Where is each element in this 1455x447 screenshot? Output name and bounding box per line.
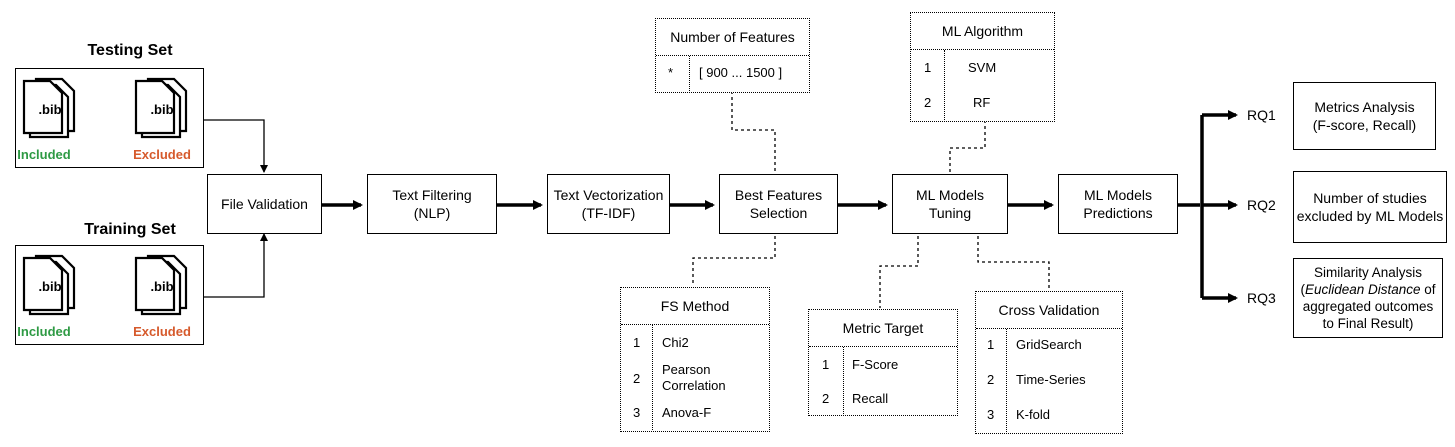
algorithm-row-index: 1 xyxy=(924,60,932,75)
best-features-sublabel: Selection xyxy=(749,205,808,221)
rq3-text: Similarity Analysis xyxy=(1313,265,1423,280)
fs-row-value: Chi2 xyxy=(662,335,689,350)
rq2-text: Number of studies xyxy=(1313,190,1427,206)
metric-row-value: Recall xyxy=(852,391,889,406)
fs-row-index: 2 xyxy=(633,371,641,386)
metric-row-index: 1 xyxy=(822,357,830,372)
bib-file-icon xyxy=(22,254,76,316)
rq3-label: RQ3 xyxy=(1247,290,1276,306)
best-features-label: Best Features xyxy=(734,187,823,203)
fs-method-title: FS Method xyxy=(621,288,769,325)
algorithm-row-value: RF xyxy=(973,95,991,110)
rq3-italic: Euclidean Distance xyxy=(1304,282,1421,297)
rq3-box: Similarity Analysis (Euclidean Distance … xyxy=(1293,258,1443,338)
cv-row-value: K-fold xyxy=(1016,407,1050,422)
testing-set-frame: .bib Included .bib Excluded xyxy=(15,68,204,168)
fs-row-value: Anova-F xyxy=(662,405,712,420)
included-label: Included xyxy=(17,147,71,162)
included-label: Included xyxy=(17,324,71,339)
cross-validation-title: Cross Validation xyxy=(976,292,1122,329)
rq1-box: Metrics Analysis (F-score, Recall) xyxy=(1293,82,1436,150)
dotted-link-algorithm xyxy=(949,120,986,174)
text-filtering-sublabel: (NLP) xyxy=(413,205,451,221)
fs-row-value: Pearson Correlation xyxy=(662,362,726,393)
rq2-box: Number of studies excluded by ML Models xyxy=(1293,171,1447,243)
cv-row-value: Time-Series xyxy=(1016,372,1086,387)
training-to-validation-wire xyxy=(204,233,268,298)
file-ext-label: .bib xyxy=(38,102,62,117)
algorithm-row-value: SVM xyxy=(968,60,997,75)
rq1-label: RQ1 xyxy=(1247,107,1276,123)
rq3-italic-line: (Euclidean Distance of xyxy=(1300,281,1435,298)
ml-tuning-sublabel: Tuning xyxy=(928,205,972,221)
text-vectorization-box: Text Vectorization (TF-IDF) xyxy=(547,174,670,234)
cv-row-index: 3 xyxy=(987,407,995,422)
rq1-subtext: (F-score, Recall) xyxy=(1312,117,1417,133)
file-validation-label: File Validation xyxy=(221,196,308,212)
dotted-link-features-count xyxy=(731,91,776,174)
text-filtering-box: Text Filtering (NLP) xyxy=(367,174,497,234)
training-set-frame: .bib Included .bib Excluded xyxy=(15,245,204,345)
rq3-rest-1: aggregated outcomes xyxy=(1302,299,1434,314)
dotted-link-cross-validation xyxy=(977,236,1050,290)
metric-row-index: 2 xyxy=(822,391,830,406)
ml-predictions-label: ML Models xyxy=(1084,187,1152,203)
bib-file-icon xyxy=(134,254,188,316)
testing-set-title: Testing Set xyxy=(87,42,173,59)
ml-algorithm-table: ML Algorithm 1 SVM 2 RF xyxy=(910,12,1055,122)
text-vectorization-label: Text Vectorization xyxy=(553,187,664,203)
dotted-link-fs-method xyxy=(692,236,776,286)
cv-row-index: 1 xyxy=(987,337,995,352)
fs-row-index: 1 xyxy=(633,335,641,350)
file-validation-box: File Validation xyxy=(207,174,322,234)
training-set-title: Training Set xyxy=(84,221,176,238)
metric-target-title: Metric Target xyxy=(809,310,957,347)
rq2-label: RQ2 xyxy=(1247,197,1276,213)
rq3-rest-2: to Final Result) xyxy=(1322,316,1414,331)
features-row-index: * xyxy=(668,65,674,80)
number-of-features-table: Number of Features * [ 900 ... 1500 ] xyxy=(655,18,810,93)
fs-row-index: 3 xyxy=(633,405,641,420)
text-filtering-label: Text Filtering xyxy=(392,187,472,203)
cv-row-value: GridSearch xyxy=(1016,337,1082,352)
file-ext-label: .bib xyxy=(150,102,174,117)
fs-method-table: FS Method 1 Chi2 2 Pearson Correlation 3… xyxy=(620,287,770,432)
ml-algorithm-title: ML Algorithm xyxy=(911,13,1054,50)
excluded-label: Excluded xyxy=(133,147,191,162)
cross-validation-table: Cross Validation 1 GridSearch 2 Time-Ser… xyxy=(975,291,1123,434)
number-of-features-title: Number of Features xyxy=(656,19,809,56)
bib-file-icon xyxy=(134,77,188,139)
rq2-subtext: excluded by ML Models xyxy=(1296,208,1444,224)
metric-target-table: Metric Target 1 F-Score 2 Recall xyxy=(808,309,958,416)
dotted-link-metric xyxy=(879,236,919,308)
rq3-after: of xyxy=(1420,282,1436,297)
rq1-text: Metrics Analysis xyxy=(1314,99,1415,115)
bib-file-icon xyxy=(22,77,76,139)
features-row-value: [ 900 ... 1500 ] xyxy=(699,65,783,80)
excluded-label: Excluded xyxy=(133,324,191,339)
ml-tuning-label: ML Models xyxy=(916,187,984,203)
metric-row-value: F-Score xyxy=(852,357,899,372)
testing-to-validation-wire xyxy=(204,119,268,173)
algorithm-row-index: 2 xyxy=(924,95,932,110)
file-ext-label: .bib xyxy=(150,279,174,294)
rq3-paren: ( xyxy=(1300,282,1305,297)
file-ext-label: .bib xyxy=(38,279,62,294)
cv-row-index: 2 xyxy=(987,372,995,387)
ml-predictions-sublabel: Predictions xyxy=(1083,205,1153,221)
text-vectorization-sublabel: (TF-IDF) xyxy=(581,205,636,221)
